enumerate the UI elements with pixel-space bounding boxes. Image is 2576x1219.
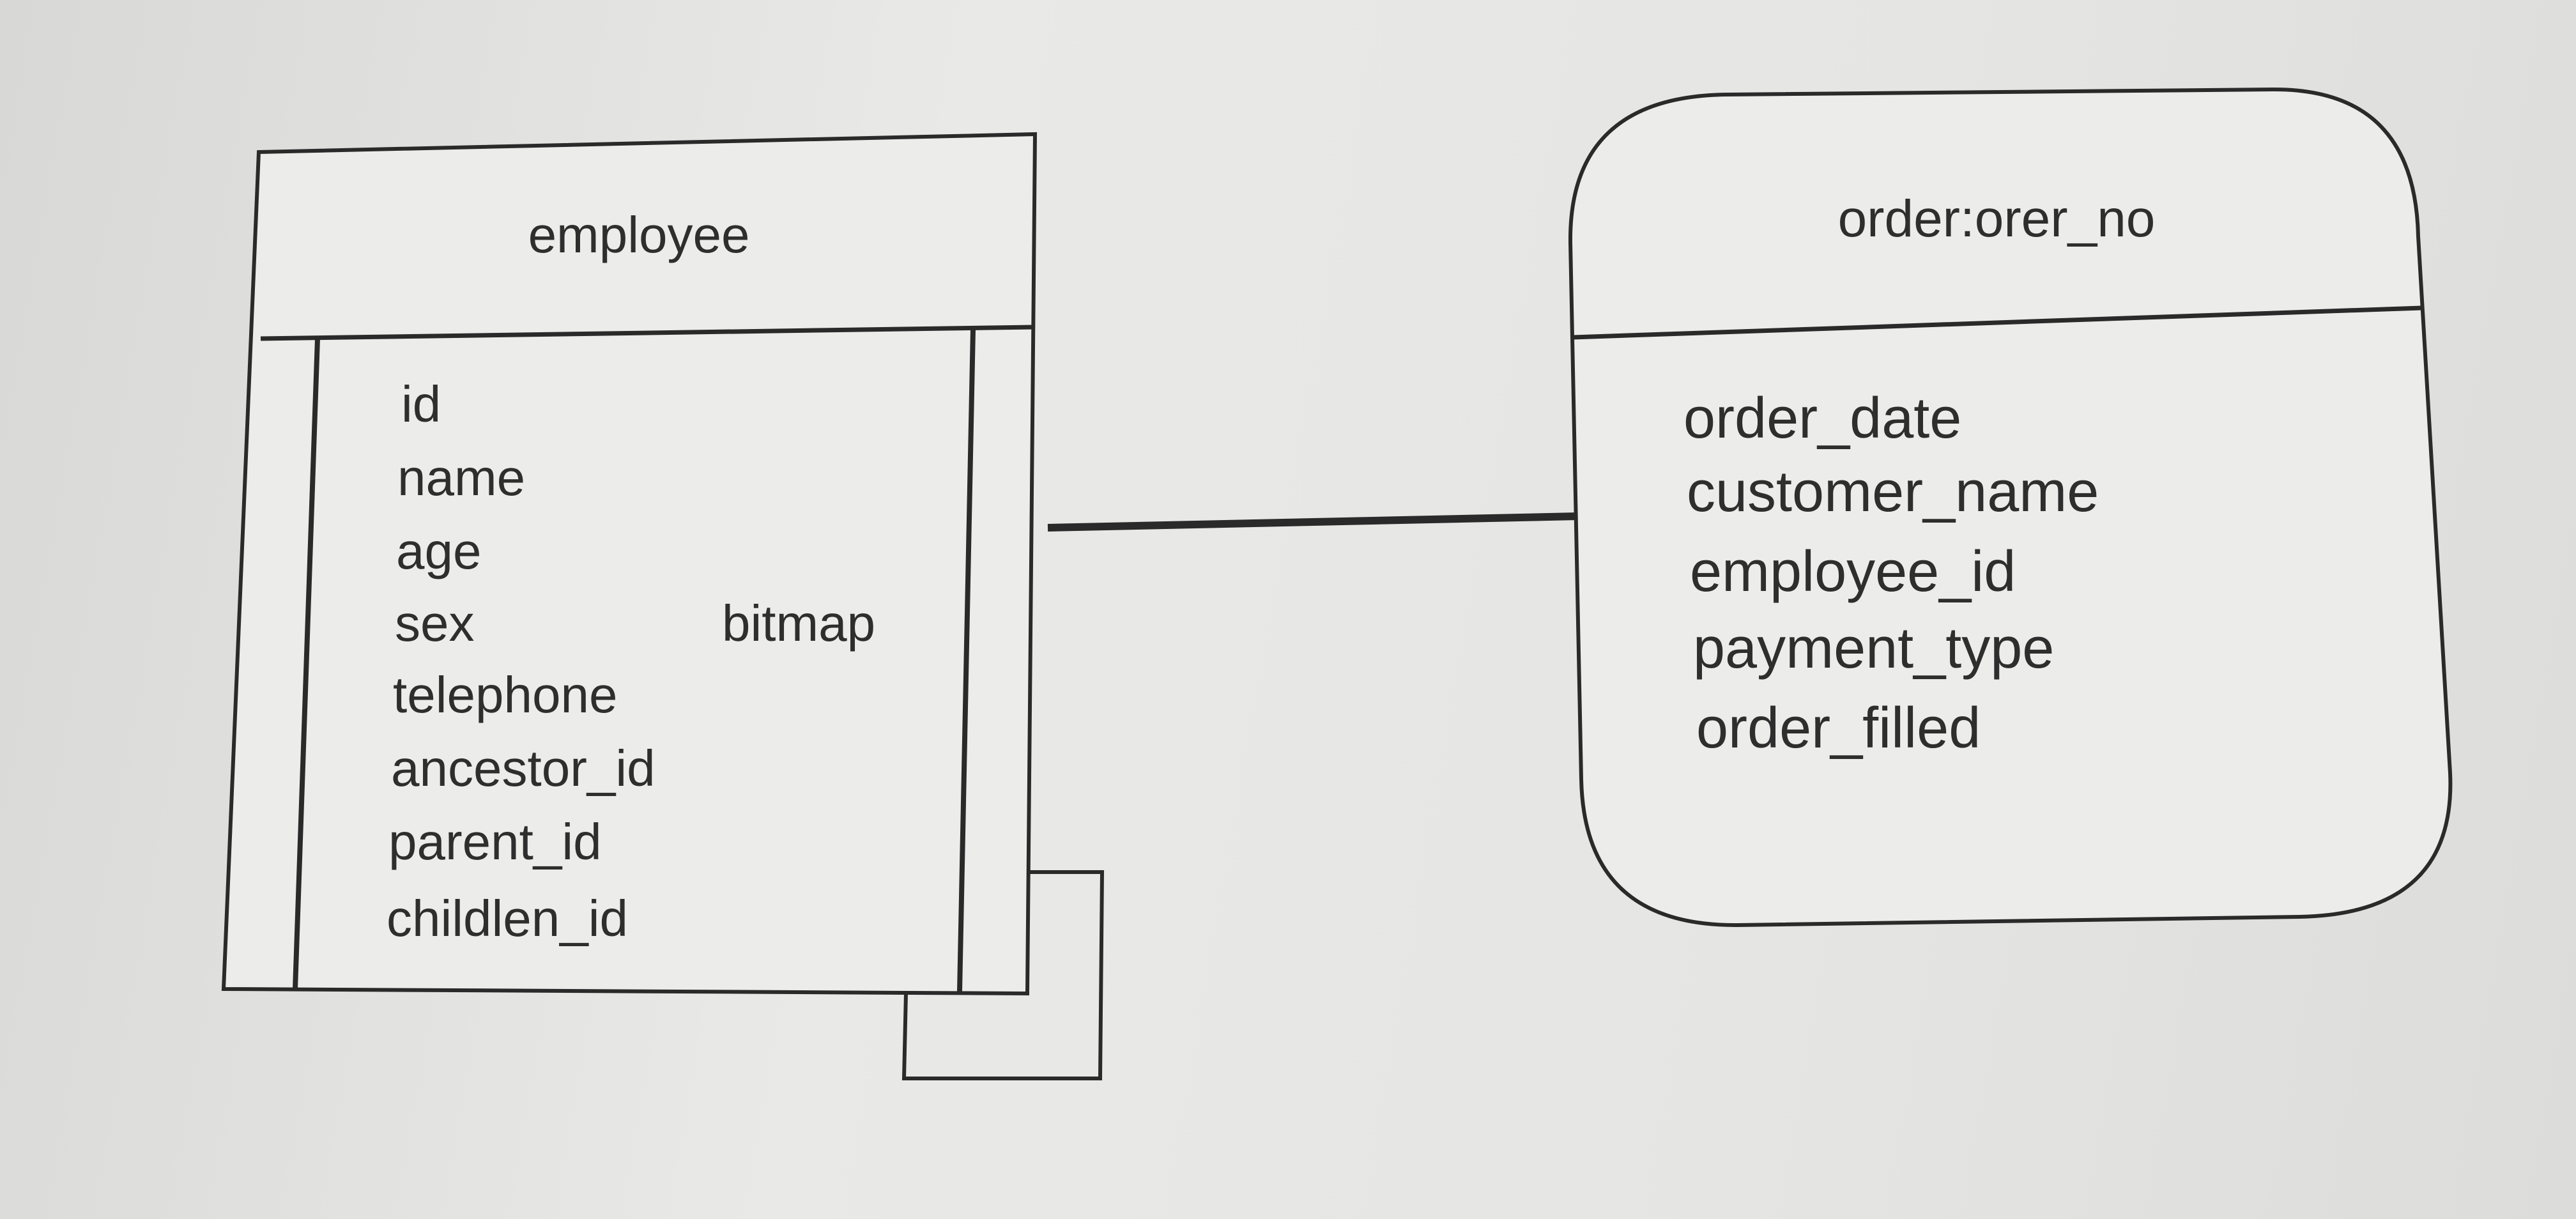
employee-entity-title: employee (528, 206, 750, 263)
order-attribute: customer_name (1687, 460, 2099, 524)
order-header-divider (1572, 305, 2422, 340)
order-attribute: order_filled (1696, 696, 1981, 760)
employee-attribute: id (401, 376, 441, 433)
employee-attribute: age (396, 523, 481, 579)
order-attribute: employee_id (1690, 540, 2016, 604)
order-entity-title: order:orer_no (1838, 190, 2156, 248)
employee-inner-left-bar (293, 338, 320, 990)
order-attribute: payment_type (1693, 617, 2054, 680)
employee-attribute: ancestor_id (391, 740, 656, 797)
employee-self-relationship-loop (901, 870, 1105, 1080)
employee-entity-frame (221, 132, 1038, 996)
employee-bitmap-label: bitmap (722, 595, 875, 652)
employee-attribute: sex (395, 595, 475, 652)
order-attribute-list: order_date customer_name employee_id pay… (1683, 387, 2099, 760)
employee-attribute: name (397, 449, 525, 506)
order-attribute: order_date (1683, 387, 1961, 450)
employee-attribute: telephone (393, 666, 617, 723)
order-entity: order:orer_no order_date customer_name e… (1568, 87, 2453, 928)
employee-entity: employee id name age sex telephone ances… (221, 132, 1105, 1080)
employee-attribute: parent_id (388, 813, 602, 870)
employee-attribute: childlen_id (387, 890, 628, 947)
order-entity-frame (1568, 87, 2453, 928)
employee-attribute-list: id name age sex telephone ancestor_id pa… (387, 376, 656, 947)
employee-order-relationship-line (1047, 512, 1579, 532)
employee-inner-right-bar (957, 329, 976, 992)
employee-header-divider (260, 325, 1034, 341)
